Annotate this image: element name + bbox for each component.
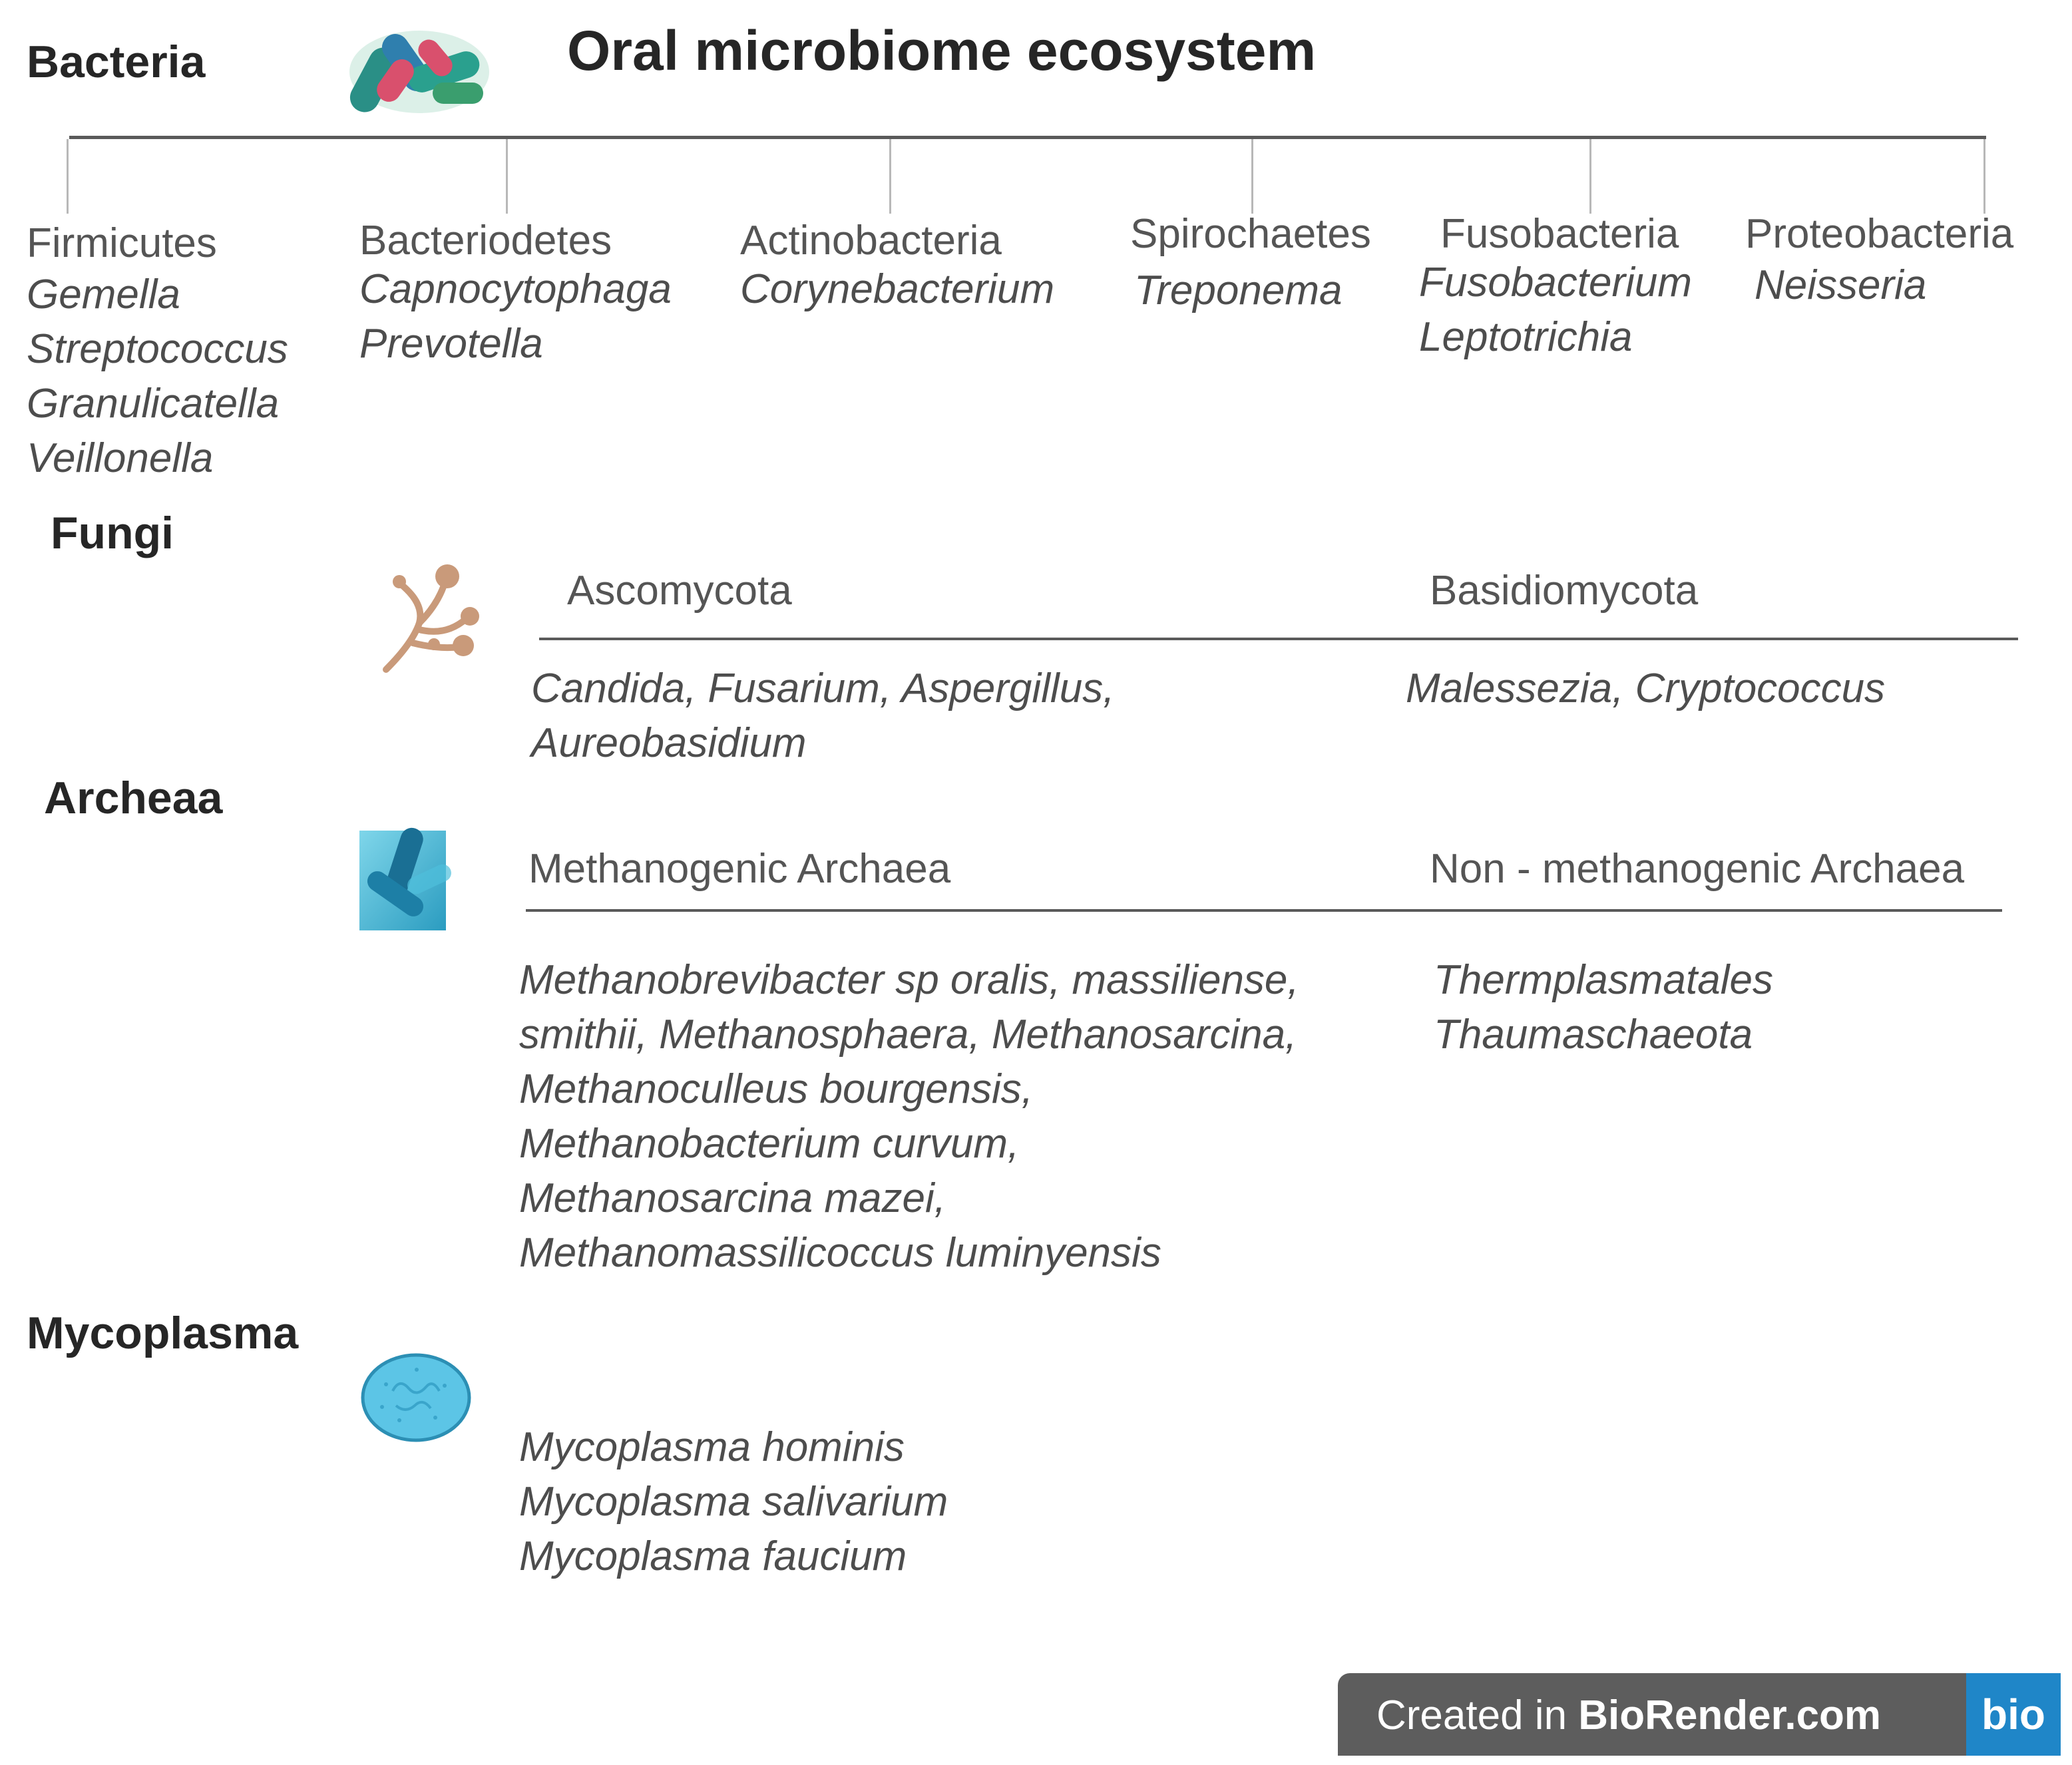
phylum-firmicutes: Firmicutes	[27, 220, 217, 266]
genus-item: Streptococcus	[27, 326, 288, 372]
fungi-label: Fungi	[51, 508, 174, 558]
genus-item: Treponema	[1134, 268, 1343, 313]
genus-item: Malessezia, Cryptococcus	[1406, 666, 1886, 711]
genera-fusobacteria: Fusobacterium Leptotrichia	[1419, 256, 1692, 365]
archaea-group-methanogenic: Methanogenic Archaea	[528, 846, 951, 892]
genus-item: Aureobasidium	[531, 720, 807, 766]
archaea-methanogenic-genera: Methanobrevibacter sp oralis, massiliens…	[519, 953, 1299, 1280]
fungi-hyphae-icon	[383, 564, 479, 673]
fungi-ascomycota-genera: Candida, Fusarium, Aspergillus, Aureobas…	[531, 662, 1114, 771]
genus-item: Methanomassilicoccus luminyensis	[519, 1230, 1161, 1276]
genera-spirochaetes: Treponema	[1134, 264, 1342, 318]
genus-item: Capnocytophaga	[359, 266, 672, 312]
genus-item: Methanosarcina mazei,	[519, 1175, 946, 1221]
mycoplasma-species: Mycoplasma hominis Mycoplasma salivarium…	[519, 1420, 948, 1584]
phylum-spirochaetes: Spirochaetes	[1130, 211, 1371, 257]
phylum-bacteriodetes: Bacteriodetes	[359, 218, 612, 264]
genus-item: Leptotrichia	[1419, 314, 1633, 360]
genus-item: Thaumaschaeota	[1434, 1012, 1753, 1058]
species-item: Mycoplasma salivarium	[519, 1479, 948, 1525]
tree-branch-firmicutes	[67, 139, 69, 214]
fungi-divider	[539, 638, 2018, 640]
genus-item: Candida, Fusarium, Aspergillus,	[531, 666, 1115, 711]
genus-item: Neisseria	[1755, 262, 1927, 308]
bacteria-cluster-icon	[349, 31, 489, 113]
bacteria-label: Bacteria	[27, 37, 206, 87]
phylum-actinobacteria: Actinobacteria	[740, 218, 1002, 264]
species-item: Mycoplasma hominis	[519, 1424, 905, 1470]
genus-item: Gemella	[27, 272, 180, 317]
genus-item: Methanobrevibacter sp oralis, massiliens…	[519, 957, 1299, 1003]
tree-branch-proteobacteria	[1983, 139, 1985, 214]
tree-branch-spirochaetes	[1251, 139, 1253, 214]
tree-branch-bacteriodetes	[506, 139, 508, 214]
genus-item: Veillonella	[27, 435, 214, 481]
genus-item: Methanobacterium curvum,	[519, 1121, 1020, 1167]
mycoplasma-label: Mycoplasma	[27, 1308, 299, 1358]
genus-item: Fusobacterium	[1419, 260, 1693, 305]
archaea-divider	[526, 909, 2002, 912]
genus-item: Thermplasmatales	[1434, 957, 1773, 1003]
tree-branch-actinobacteria	[889, 139, 891, 214]
species-item: Mycoplasma faucium	[519, 1533, 907, 1579]
genus-item: Methanoculleus bourgensis,	[519, 1066, 1034, 1112]
biorender-logo-icon: bio	[1966, 1673, 2061, 1756]
biorender-badge[interactable]: Created in BioRender.com bio	[1338, 1673, 2061, 1756]
phylum-fusobacteria: Fusobacteria	[1440, 211, 1679, 257]
genus-item: smithii, Methanosphaera, Methanosarcina,	[519, 1012, 1297, 1058]
archaea-group-non-methanogenic: Non - methanogenic Archaea	[1430, 846, 1965, 892]
genus-item: Corynebacterium	[740, 266, 1055, 312]
phylum-proteobacteria: Proteobacteria	[1745, 211, 2014, 257]
genera-firmicutes: Gemella Streptococcus Granulicatella Vei…	[27, 268, 288, 486]
genus-item: Granulicatella	[27, 381, 280, 427]
genera-proteobacteria: Neisseria	[1755, 258, 1926, 313]
genera-bacteriodetes: Capnocytophaga Prevotella	[359, 262, 672, 371]
badge-prefix: Created in	[1376, 1692, 1579, 1738]
bacteria-tree-line	[69, 136, 1986, 139]
mycoplasma-cell-icon	[361, 1353, 471, 1442]
archaea-label: Archeaa	[44, 773, 223, 823]
fungi-group-basidiomycota: Basidiomycota	[1430, 568, 1699, 614]
genus-item: Prevotella	[359, 321, 543, 367]
fungi-basidiomycota-genera: Malessezia, Cryptococcus	[1406, 662, 1885, 716]
fungi-group-ascomycota: Ascomycota	[567, 568, 792, 614]
archaea-micrograph-icon	[359, 827, 451, 930]
badge-brand: BioRender.com	[1578, 1692, 1882, 1738]
tree-branch-fusobacteria	[1589, 139, 1591, 214]
badge-text: Created in BioRender.com	[1376, 1692, 1881, 1739]
page-title: Oral microbiome ecosystem	[567, 19, 1317, 82]
archaea-non-methanogenic-genera: Thermplasmatales Thaumaschaeota	[1434, 953, 1773, 1062]
genera-actinobacteria: Corynebacterium	[740, 262, 1054, 317]
